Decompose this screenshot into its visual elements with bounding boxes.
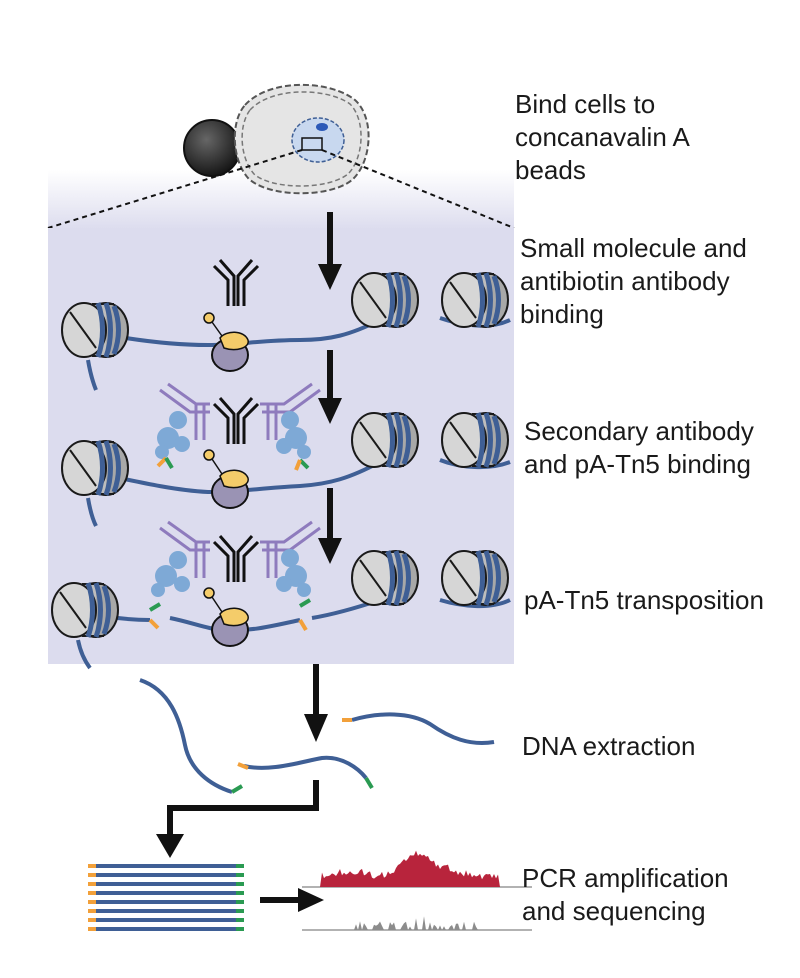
label-pcr-sequencing: PCR amplification and sequencing <box>522 863 729 926</box>
label-small-molecule: Small molecule and antibiotin antibody b… <box>520 233 747 329</box>
nucleus <box>291 117 345 163</box>
nucleosome <box>352 551 418 605</box>
label-transposition: pA-Tn5 transposition <box>524 585 764 615</box>
concanavalin-bead <box>183 119 241 177</box>
elbow-arrow <box>156 780 319 858</box>
row-small-molecule <box>62 258 511 391</box>
signal-area <box>302 916 530 930</box>
signal-area <box>302 850 530 887</box>
nucleosome <box>62 303 128 357</box>
dna-fragments <box>139 678 495 794</box>
nucleosome <box>442 413 508 467</box>
nucleosome <box>352 273 418 327</box>
label-bind-cells: Bind cells to concanavalin A beads <box>515 89 690 185</box>
label-dna-extraction: DNA extraction <box>522 731 696 761</box>
arrow-to-tracks <box>260 888 324 912</box>
adapter-green <box>164 456 174 470</box>
tn5-right <box>276 411 311 459</box>
amplified-library <box>88 864 244 931</box>
step-arrows <box>304 212 342 742</box>
row-transposition <box>52 520 511 670</box>
nucleosome <box>442 273 508 327</box>
nucleosome <box>352 413 418 467</box>
zoom-line-right <box>321 149 515 229</box>
tn5-left <box>155 411 190 459</box>
sequencing-tracks <box>302 850 532 931</box>
zoom-box <box>301 137 323 151</box>
nucleosome <box>52 583 118 637</box>
signal-track-grey <box>302 916 530 930</box>
nucleosome <box>442 551 508 605</box>
nucleosome <box>62 441 128 495</box>
biotin <box>203 312 215 324</box>
signal-track-red <box>302 850 530 887</box>
small-molecule <box>219 331 249 351</box>
label-secondary-antibody: Secondary antibody and pA-Tn5 binding <box>524 416 754 479</box>
row-secondary <box>62 382 511 527</box>
cell-with-bead <box>47 83 515 230</box>
